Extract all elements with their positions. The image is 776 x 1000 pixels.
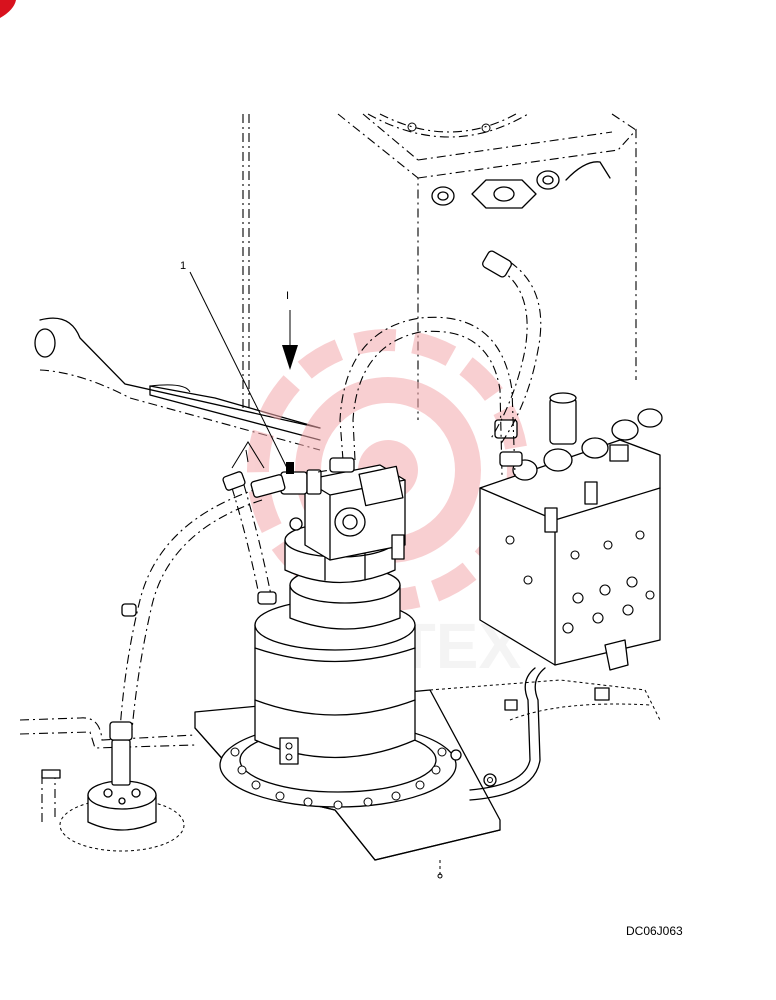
drawing-code: DC06J063 [626, 924, 683, 938]
ground-port [41, 721, 185, 852]
warning-triangle-icon [231, 441, 265, 469]
boom-structure [19, 317, 321, 749]
callout-number: 1 [180, 260, 186, 272]
hydraulic-hoses [119, 250, 542, 731]
view-arrow-icon [282, 345, 298, 370]
swing-motor [254, 462, 416, 765]
frame-column [242, 113, 637, 420]
view-marker-label: I [286, 290, 289, 302]
annotations: 1 I [180, 260, 298, 471]
control-valve-bank [469, 392, 663, 801]
corner-badge-icon [0, 0, 16, 18]
bottom-outline [437, 703, 651, 879]
